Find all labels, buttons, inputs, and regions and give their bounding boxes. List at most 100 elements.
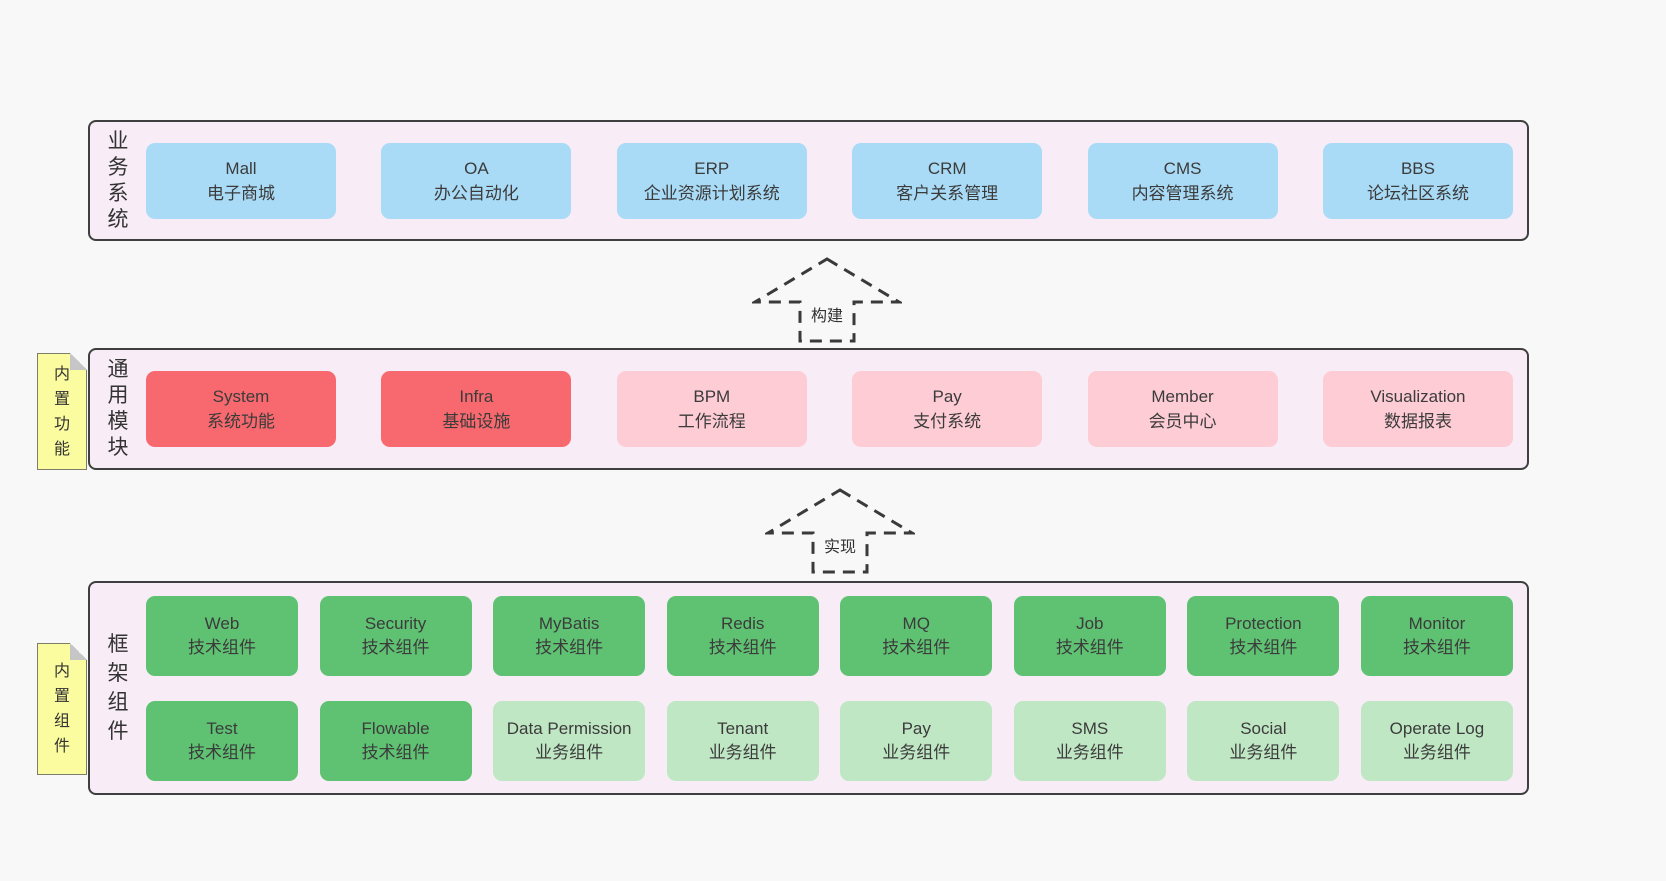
box-title: SMS	[1071, 718, 1109, 738]
box-subtitle: 会员中心	[1148, 412, 1217, 431]
dashed-up-arrow-icon	[752, 257, 902, 343]
box-title: Security	[364, 613, 427, 633]
framework-components-vertical-label: 框架组件	[107, 633, 129, 743]
box-subtitle: 系统功能	[207, 412, 275, 431]
box-visualization: Visualization 数据报表	[1322, 371, 1513, 447]
folded-corner-icon	[70, 353, 87, 370]
box-subtitle: 技术组件	[1229, 637, 1298, 657]
box-subtitle: 业务组件	[708, 742, 777, 762]
box-subtitle: 技术组件	[1402, 637, 1471, 657]
box-tenant: Tenant 业务组件	[666, 700, 819, 781]
box-subtitle: 业务组件	[1055, 742, 1124, 762]
box-title: Infra	[459, 387, 494, 406]
box-member: Member 会员中心	[1087, 371, 1278, 447]
box-subtitle: 业务组件	[535, 742, 604, 762]
box-title: ERP	[694, 158, 730, 178]
box-pay: Pay 支付系统	[852, 371, 1043, 447]
box-mall: Mall 电子商城	[146, 142, 336, 219]
box-subtitle: 工作流程	[677, 412, 746, 431]
box-subtitle: 支付系统	[913, 412, 982, 431]
box-title: Pay	[901, 718, 931, 738]
box-social: Social 业务组件	[1187, 700, 1340, 781]
box-monitor: Monitor 技术组件	[1360, 595, 1513, 676]
implement-arrow-label: 实现	[820, 533, 860, 557]
box-test: Test 技术组件	[146, 700, 298, 781]
box-title: Monitor	[1408, 613, 1466, 633]
box-title: Web	[204, 613, 240, 633]
box-title: Redis	[720, 613, 765, 633]
box-infra: Infra 基础设施	[381, 371, 572, 447]
box-title: System	[212, 387, 270, 406]
box-subtitle: 内容管理系统	[1131, 183, 1234, 203]
box-title: Data Permission	[506, 718, 632, 738]
box-subtitle: 技术组件	[535, 637, 604, 657]
box-subtitle: 技术组件	[1055, 637, 1124, 657]
box-data-permission: Data Permission 业务组件	[493, 700, 646, 781]
box-title: BPM	[693, 387, 731, 406]
box-title: MQ	[902, 613, 930, 633]
business-systems-row: Mall 电子商城 OA 办公自动化 ERP 企业资源计划系统 CRM 客户关系…	[146, 122, 1527, 239]
box-sms: SMS 业务组件	[1013, 700, 1166, 781]
box-title: Mall	[225, 158, 257, 178]
box-title: Test	[206, 718, 238, 738]
box-subtitle: 技术组件	[361, 637, 430, 657]
box-subtitle: 电子商城	[207, 183, 275, 203]
box-subtitle: 论坛社区系统	[1366, 183, 1469, 203]
framework-components-row-2: Test 技术组件 Flowable 技术组件 Data Permission …	[146, 688, 1527, 793]
box-redis: Redis 技术组件	[666, 595, 819, 676]
box-title: Operate Log	[1389, 718, 1485, 738]
box-subtitle: 技术组件	[361, 742, 430, 762]
box-title: Tenant	[717, 718, 769, 738]
framework-components-row-1: Web 技术组件 Security 技术组件 MyBatis 技术组件 Redi…	[146, 583, 1527, 688]
box-cms: CMS 内容管理系统	[1087, 142, 1278, 219]
box-subtitle: 基础设施	[442, 412, 511, 431]
box-subtitle: 业务组件	[882, 742, 951, 762]
box-title: Member	[1151, 387, 1214, 406]
box-subtitle: 数据报表	[1383, 412, 1452, 431]
box-web: Web 技术组件	[146, 595, 298, 676]
box-flowable: Flowable 技术组件	[319, 700, 472, 781]
box-subtitle: 技术组件	[708, 637, 777, 657]
box-title: MyBatis	[538, 613, 600, 633]
box-subtitle: 企业资源计划系统	[643, 183, 780, 203]
framework-components-panel: 框架组件 Web 技术组件 Security 技术组件 MyBatis 技术组件…	[88, 581, 1529, 795]
box-oa: OA 办公自动化	[381, 142, 572, 219]
box-operate-log: Operate Log 业务组件	[1360, 700, 1513, 781]
box-title: CRM	[927, 158, 967, 178]
box-subtitle: 办公自动化	[433, 183, 519, 203]
build-arrow-label: 构建	[807, 302, 847, 326]
box-mq: MQ 技术组件	[840, 595, 993, 676]
box-title: BBS	[1400, 158, 1435, 178]
box-title: Flowable	[361, 718, 430, 738]
box-title: Visualization	[1370, 387, 1466, 406]
box-bbs: BBS 论坛社区系统	[1322, 142, 1513, 219]
box-title: Protection	[1225, 613, 1302, 633]
box-subtitle: 技术组件	[882, 637, 951, 657]
builtin-functions-sticky-note: 内置功能	[37, 353, 87, 470]
box-subtitle: 技术组件	[188, 637, 256, 657]
box-bpm: BPM 工作流程	[616, 371, 807, 447]
common-modules-panel: 通用模块 System 系统功能 Infra 基础设施 BPM 工作流程 Pay…	[88, 348, 1529, 470]
build-arrow: 构建	[752, 256, 902, 344]
box-erp: ERP 企业资源计划系统	[616, 142, 807, 219]
box-title: CMS	[1163, 158, 1202, 178]
builtin-components-sticky-note: 内置组件	[37, 643, 87, 775]
box-subtitle: 业务组件	[1402, 742, 1471, 762]
common-modules-vertical-label: 通用模块	[107, 358, 129, 459]
box-protection: Protection 技术组件	[1187, 595, 1340, 676]
box-subtitle: 客户关系管理	[896, 183, 999, 203]
folded-corner-icon	[70, 643, 87, 660]
box-job: Job 技术组件	[1013, 595, 1166, 676]
box-subtitle: 业务组件	[1229, 742, 1298, 762]
dashed-up-arrow-icon	[765, 488, 915, 574]
box-system: System 系统功能	[146, 371, 336, 447]
business-systems-vertical-label: 业务系统	[107, 129, 129, 231]
box-crm: CRM 客户关系管理	[852, 142, 1043, 219]
business-systems-panel: 业务系统 Mall 电子商城 OA 办公自动化 ERP 企业资源计划系统 CRM…	[88, 120, 1529, 241]
box-title: Social	[1240, 718, 1287, 738]
box-title: Job	[1076, 613, 1104, 633]
box-title: Pay	[932, 387, 962, 406]
box-pay-biz: Pay 业务组件	[840, 700, 993, 781]
box-mybatis: MyBatis 技术组件	[493, 595, 646, 676]
